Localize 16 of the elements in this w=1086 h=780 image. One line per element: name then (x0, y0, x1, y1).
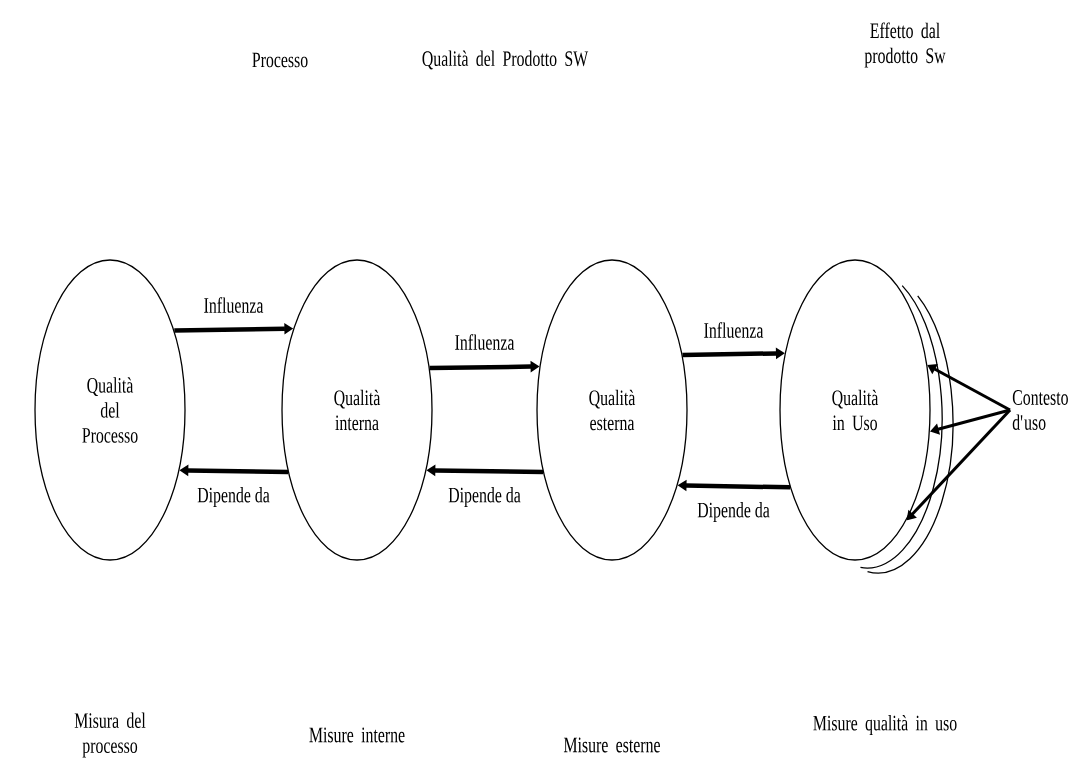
caption-text: Processo (252, 52, 308, 68)
caption-text: Misure esterne (563, 737, 660, 753)
edge-label: Influenza (704, 322, 764, 338)
edge-label: Dipende da (697, 502, 770, 522)
caption-text: Misure interne (309, 727, 405, 743)
context-label: Contesto d'uso (1012, 390, 1068, 430)
arrow (930, 408, 1011, 435)
edge-label: Influenza (204, 297, 264, 313)
edge-label: Influenza (455, 334, 515, 350)
caption-text: Misure qualità in uso (813, 715, 957, 735)
caption-text: Misura del processo (74, 712, 146, 758)
caption-text: Effetto dal prodotto Sw (864, 22, 946, 68)
edge-label: Dipende da (448, 487, 521, 507)
arrow (927, 364, 1011, 412)
edge-label: Dipende da (197, 487, 270, 507)
caption-text: Qualità del Prodotto SW (422, 50, 589, 70)
